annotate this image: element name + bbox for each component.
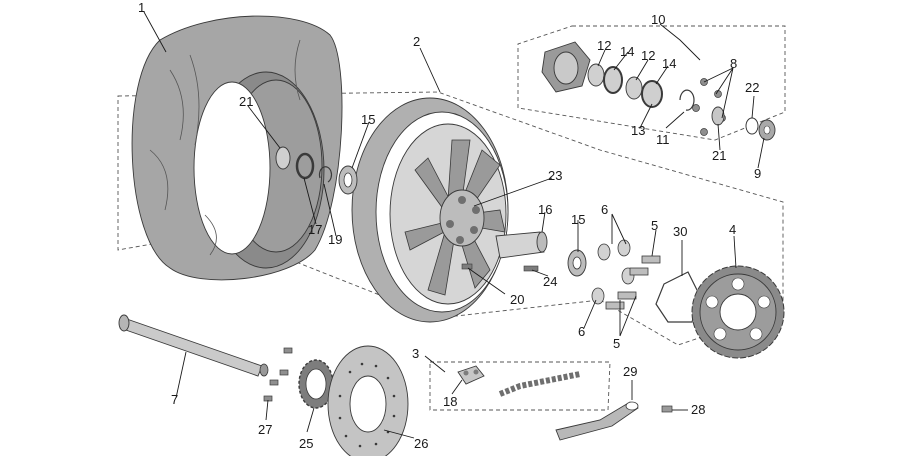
seal-14-b (641, 80, 663, 108)
rim (351, 97, 509, 323)
abs-tone-wheel (298, 359, 334, 409)
label-5-top: 5 (651, 218, 658, 233)
circlip-left (318, 166, 333, 183)
label-18: 18 (443, 394, 457, 409)
label-7: 7 (171, 392, 178, 407)
studs-5 (605, 255, 661, 310)
nuts-8 (692, 78, 726, 136)
label-6-top: 6 (601, 202, 608, 217)
chain-link-18 (457, 365, 485, 385)
chain-kit-frame (429, 361, 611, 411)
bearing-12-b (625, 76, 643, 100)
label-20: 20 (510, 292, 524, 307)
chain (498, 371, 581, 397)
label-6-bottom: 6 (578, 324, 585, 339)
seal-14-a (603, 66, 623, 94)
label-22: 22 (745, 80, 759, 95)
label-11: 11 (656, 132, 670, 147)
bolt-28 (661, 405, 673, 413)
bearing-left (338, 165, 358, 195)
label-10: 10 (651, 12, 665, 27)
label-16: 16 (538, 202, 552, 217)
axle (118, 314, 269, 377)
label-3: 3 (412, 346, 419, 361)
label-26: 26 (414, 436, 428, 451)
label-12-a: 12 (597, 38, 611, 53)
sprocket-plate (655, 271, 701, 323)
nut-9 (758, 119, 776, 141)
hub-assembly-frame (517, 25, 786, 141)
bolts-27 (263, 347, 293, 402)
label-29: 29 (623, 364, 637, 379)
spacer-left (275, 146, 291, 170)
label-5-bottom: 5 (613, 336, 620, 351)
chain-slider (555, 401, 639, 441)
spacer-sleeve (495, 231, 548, 259)
label-13: 13 (631, 123, 645, 138)
circlip-11 (679, 89, 695, 111)
seal-left (295, 152, 315, 180)
tire (131, 15, 343, 281)
screw-24 (523, 265, 539, 272)
callout-labels: 1 2 3 4 5 5 6 6 7 8 9 10 11 12 12 13 14 … (138, 0, 761, 451)
sprocket-carrier (541, 41, 591, 93)
label-21-left: 21 (239, 94, 253, 109)
label-15-right: 15 (571, 212, 585, 227)
label-19: 19 (328, 232, 342, 247)
label-17: 17 (308, 222, 322, 237)
label-30: 30 (673, 224, 687, 239)
leader-lines (143, 11, 765, 439)
bearing-right (567, 249, 587, 277)
label-1: 1 (138, 0, 145, 15)
label-4: 4 (729, 222, 736, 237)
label-15-left: 15 (361, 112, 375, 127)
sprocket (691, 265, 785, 359)
label-25: 25 (299, 436, 313, 451)
label-8: 8 (730, 56, 737, 71)
label-28: 28 (691, 402, 705, 417)
screw-20 (461, 263, 473, 270)
label-2: 2 (413, 34, 420, 49)
washer-22 (745, 117, 759, 135)
brake-disc (327, 345, 409, 456)
label-21-right: 21 (712, 148, 726, 163)
label-14-b: 14 (662, 56, 676, 71)
label-14-a: 14 (620, 44, 634, 59)
bearing-12-a (587, 63, 605, 87)
label-24: 24 (543, 274, 557, 289)
label-27: 27 (258, 422, 272, 437)
label-9: 9 (754, 166, 761, 181)
label-12-b: 12 (641, 48, 655, 63)
bushes-6 (591, 239, 635, 305)
label-23: 23 (548, 168, 562, 183)
